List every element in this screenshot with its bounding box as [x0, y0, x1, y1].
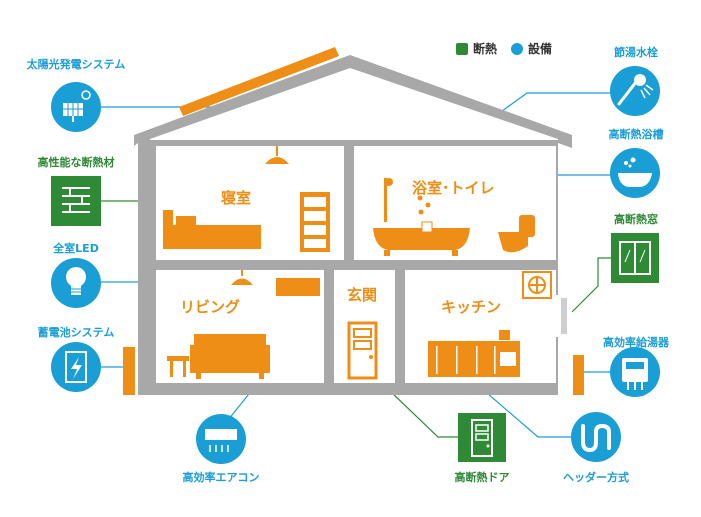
kettle [499, 330, 510, 340]
label-window: 高断熱窓 [614, 213, 658, 226]
led-bulb-icon [51, 258, 101, 308]
legend-equipment-label: 設備 [528, 42, 553, 56]
bathtub-icon [610, 148, 660, 198]
ceiling-lamp-cord [276, 146, 278, 156]
bath-control [421, 221, 433, 233]
label-water-heater: 高効率給湯器 [603, 336, 669, 349]
bedroom-furniture [163, 146, 330, 252]
door-icon [458, 413, 506, 462]
bathroom-furniture [373, 178, 535, 256]
sofa-back [194, 334, 266, 348]
label-bathtub: 高断熱浴槽 [608, 128, 664, 141]
room-label-entrance: 玄関 [347, 286, 378, 304]
window-icon [611, 233, 659, 283]
bed-pillow [176, 216, 196, 225]
insulation-material-icon [51, 176, 101, 226]
attic-space [150, 68, 558, 140]
toilet-tank [519, 215, 535, 237]
label-insulation-material: 高性能な断熱材 [37, 156, 115, 169]
shower-head [385, 178, 393, 186]
connector-window [571, 257, 614, 313]
ceiling-lamp-living [231, 278, 253, 285]
legend-equipment-swatch [511, 42, 524, 55]
equipment-right-icons [610, 66, 660, 397]
air-conditioner-icon [196, 414, 246, 464]
room-label-living: リビング [180, 298, 241, 316]
shower-faucet-icon [610, 66, 660, 116]
wall-window-pane [561, 298, 567, 334]
side-table [167, 356, 189, 361]
toilet-bowl [498, 232, 528, 253]
label-header-method: ヘッダー方式 [563, 471, 629, 484]
battery-unit [123, 347, 135, 395]
roof-solar-panel [179, 47, 339, 116]
solar-panel-icon [51, 82, 101, 132]
label-battery-system: 蓄電池システム [37, 326, 115, 339]
battery-icon [51, 342, 101, 392]
label-led: 全室LED [53, 242, 99, 255]
label-solar-system: 太陽光発電システム [26, 58, 126, 71]
equipment-left-icons [51, 82, 101, 392]
water-heater-icon [610, 347, 660, 397]
ceiling-lamp-living-cord [241, 270, 243, 276]
label-faucet: 節湯水栓 [614, 46, 658, 59]
label-air-conditioner: 高効率エアコン [182, 471, 260, 484]
water-heater-unit [573, 355, 584, 395]
bed-headboard [163, 210, 173, 249]
shower-pipe [384, 178, 387, 222]
legend-insulation-label: 断熱 [473, 42, 498, 56]
entrance-door [347, 321, 378, 380]
entrance-furniture [347, 321, 378, 380]
label-door: 高断熱ドア [454, 471, 510, 484]
header-pipe-icon [571, 412, 621, 462]
kitchen-furniture [428, 271, 552, 377]
room-label-kitchen: キッチン [441, 298, 502, 316]
room-label-bathroom: 浴室･トイレ [412, 179, 495, 197]
bed-base [163, 225, 261, 249]
ceiling-lamp-bedroom [265, 157, 289, 164]
air-conditioner [276, 278, 320, 296]
living-furniture [167, 270, 320, 379]
equipment-bottom-icons [196, 412, 621, 464]
bathtub [373, 228, 470, 250]
legend: 断熱 設備 [456, 40, 552, 57]
room-label-bedroom: 寝室 [221, 189, 252, 207]
legend-insulation-swatch [456, 42, 468, 55]
sofa-body [190, 345, 270, 373]
